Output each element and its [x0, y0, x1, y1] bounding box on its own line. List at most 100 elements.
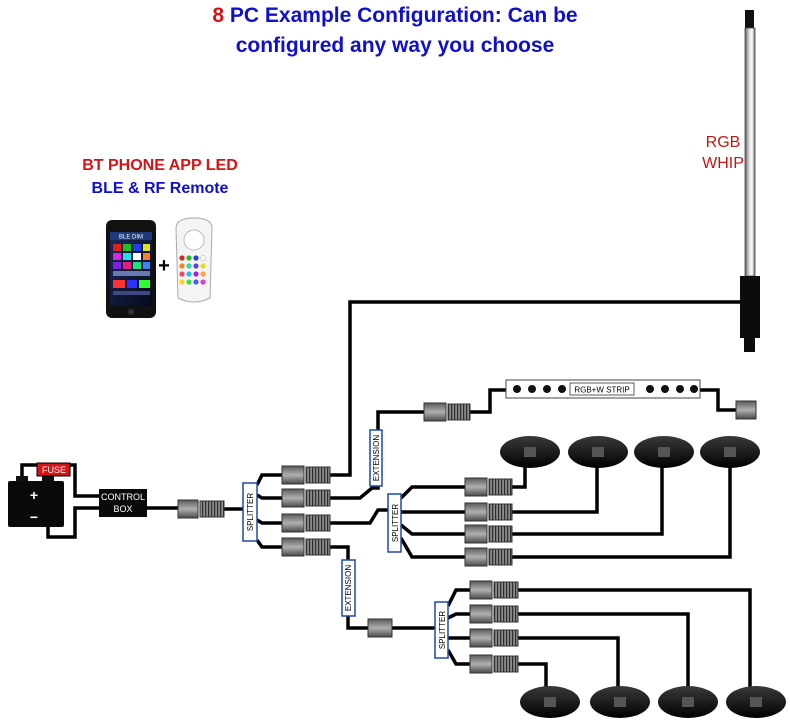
connector [281, 513, 331, 533]
connector [469, 580, 519, 600]
pods-lower [520, 686, 786, 718]
connector [469, 604, 519, 624]
battery-negative: − [30, 509, 38, 525]
whip-shaft [744, 27, 756, 277]
connector [464, 477, 513, 497]
control-box-line-1: CONTROL [101, 492, 145, 502]
splitter-1: SPLITTER [242, 482, 258, 542]
app-caption-line-1: BT PHONE APP LED [82, 157, 238, 174]
wire-s2-out4 [399, 537, 465, 559]
strip-led [528, 385, 536, 393]
fuse-label: FUSE [42, 465, 66, 475]
connector [281, 488, 331, 508]
whip-tip [745, 10, 754, 28]
battery: + − [8, 476, 64, 527]
splitter-3-label: SPLITTER [438, 611, 447, 649]
wire-pod-u1 [512, 465, 527, 489]
phone-color-grid [113, 244, 150, 295]
splitter-2: SPLITTER [387, 493, 402, 553]
wire-pod-u4 [512, 465, 732, 559]
wires [20, 300, 752, 690]
wire-to-whip [330, 300, 742, 477]
title-line-1: 8 PC Example Configuration: Can be [0, 4, 790, 28]
rgb-whip [740, 10, 760, 352]
title-line-1-text: PC Example Configuration: Can be [224, 4, 578, 27]
strip-led [646, 385, 654, 393]
strip-led [676, 385, 684, 393]
strip-led [543, 385, 551, 393]
connector [464, 502, 513, 522]
wire-s2-out3 [399, 523, 465, 536]
wire-pod-l1 [518, 662, 548, 690]
phone-screen-label: BLE DIM [119, 235, 143, 241]
connector [464, 547, 513, 567]
wire-s3-out2 [447, 612, 470, 620]
wire-pod-l3 [518, 612, 690, 690]
strip-label: RGB+W STRIP [574, 386, 629, 395]
wire-to-splitter2 [330, 508, 390, 525]
wire-to-strip-extension [330, 410, 424, 500]
phone: BLE DIM [106, 220, 156, 318]
rock-light-pod [634, 436, 694, 468]
wire-s1-out1 [255, 473, 282, 486]
connector [423, 402, 471, 422]
strip-led [661, 385, 669, 393]
rock-light-pod [700, 436, 760, 468]
connectors [177, 400, 757, 674]
plus-sign: + [158, 255, 170, 277]
wire-pod-l2 [518, 636, 620, 690]
rock-light-pod [726, 686, 786, 718]
wire-pod-l4 [518, 588, 752, 690]
whip-base-connector [744, 338, 755, 352]
remote-buttons [179, 255, 206, 285]
connector [469, 654, 519, 674]
rock-light-pod [658, 686, 718, 718]
wire-s2-out1 [399, 485, 465, 500]
wire-s3-out4 [446, 649, 470, 666]
splitter-3: SPLITTER [434, 601, 449, 659]
whip-label-line-1: RGB [705, 134, 741, 151]
wire-pod-u2 [512, 465, 599, 514]
title-number: 8 [212, 4, 225, 27]
connector [735, 400, 757, 420]
connector [281, 537, 331, 557]
wire-s1-out3 [256, 518, 282, 525]
connector [464, 524, 513, 544]
app-caption-line-2: BLE & RF Remote [91, 180, 229, 197]
rock-light-pod [500, 436, 560, 468]
battery-positive: + [30, 487, 38, 503]
rf-remote [175, 217, 213, 303]
strip-led [558, 385, 566, 393]
wire-pod-u3 [512, 465, 664, 536]
whip-base [740, 276, 760, 338]
wire-s1-out4 [255, 538, 282, 549]
splitter-1-label: SPLITTER [246, 493, 255, 531]
wire-strip-out [700, 388, 736, 412]
connector [281, 465, 331, 485]
control-box-line-2: BOX [113, 504, 132, 514]
strip-led [513, 385, 521, 393]
fuse: FUSE [36, 462, 71, 477]
extension-lower: EXTENSION [341, 559, 356, 617]
connector [177, 499, 225, 519]
extension-lower-label: EXTENSION [344, 565, 353, 611]
wire-battery-positive [20, 463, 100, 498]
wire-s1-out2 [256, 493, 282, 500]
wire-to-strip [470, 388, 506, 414]
connector [469, 628, 519, 648]
control-box: CONTROL BOX [99, 489, 147, 517]
connector [367, 618, 393, 638]
extension-upper: EXTENSION [369, 429, 383, 487]
title-line-2: configured any way you choose [235, 34, 555, 57]
pods-upper [500, 436, 760, 468]
whip-label-line-2: WHIP [702, 155, 744, 172]
strip-led [690, 385, 698, 393]
splitter-2-label: SPLITTER [391, 504, 400, 542]
rock-light-pod [568, 436, 628, 468]
wire-s3-out1 [446, 588, 470, 607]
wire-battery-negative [46, 506, 100, 539]
rock-light-pod [590, 686, 650, 718]
led-strip: RGB+W STRIP [505, 379, 701, 399]
extension-upper-label: EXTENSION [372, 435, 381, 481]
